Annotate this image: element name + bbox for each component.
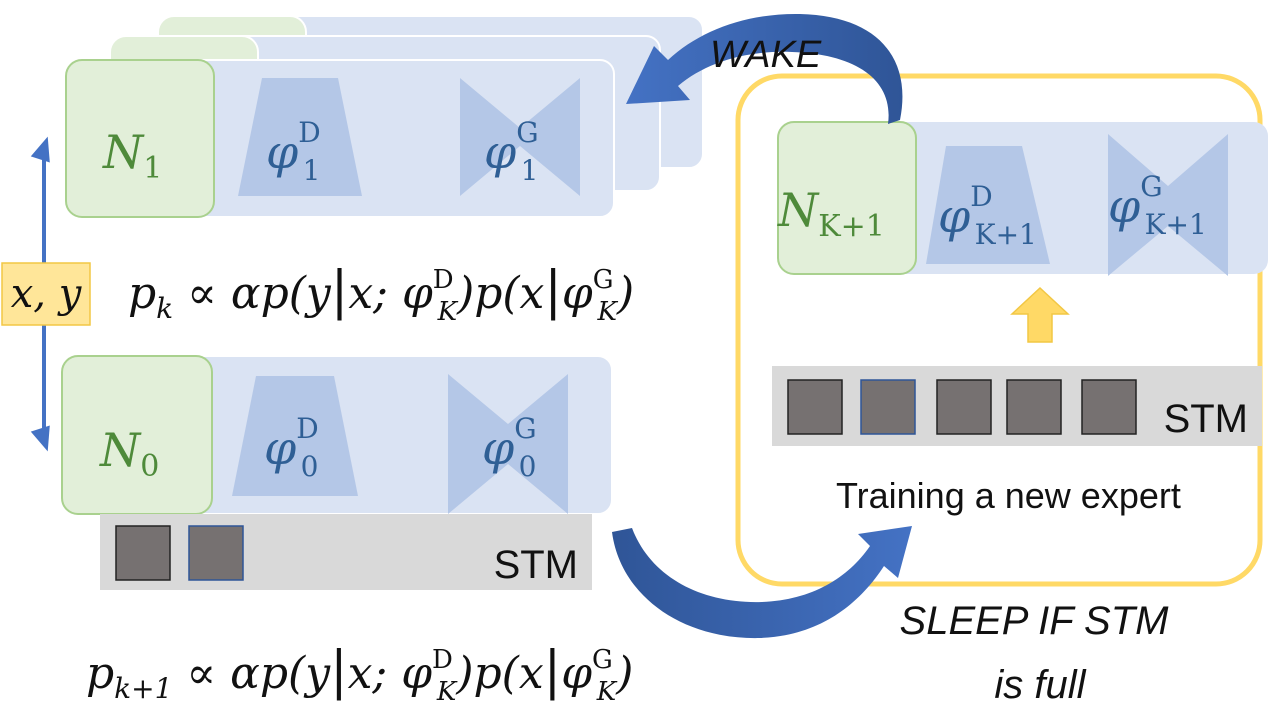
wake-label: WAKE (710, 34, 822, 76)
input-selector: x, y (1, 136, 91, 452)
new-expert-generator-shape (1108, 134, 1228, 276)
stm-right-memory-block (1081, 379, 1137, 435)
expert-1-node-box (65, 59, 215, 218)
expert-1-node-label: N1 (102, 125, 162, 186)
stm-right-memory-block (860, 379, 916, 435)
input-arrow-down-head (30, 425, 50, 452)
stm-right-memory-block (787, 379, 843, 435)
stm-left: STM (100, 514, 592, 590)
input-arrow-up-head (30, 136, 50, 163)
stm-right-memory-block (1006, 379, 1062, 435)
expert-0-discriminator-shape (232, 376, 358, 496)
stm-left-memory-block (115, 525, 171, 581)
new-expert-node-label: NK+1 (777, 183, 885, 244)
training-label: Training a new expert (836, 475, 1181, 516)
stm-left-label: STM (494, 543, 578, 587)
expert-1-generator-shape (460, 78, 580, 196)
input-xy-label: x, y (11, 271, 83, 317)
sleep-arrow-shape (612, 526, 912, 639)
expert-1-discriminator-shape (238, 78, 362, 196)
sleep-arrow: SLEEP IF STM is full (612, 526, 1169, 707)
wake-arrow-shape (626, 13, 903, 125)
new-expert-discriminator-shape (926, 146, 1050, 264)
sleep-label-line2: is full (994, 663, 1086, 707)
stm-left-memory-block (188, 525, 244, 581)
expert-0-generator-shape (448, 374, 568, 514)
expert-0-node-label: N0 (99, 423, 159, 484)
up-arrow (1010, 286, 1070, 343)
new-expert-node-box (777, 121, 917, 275)
sleep-label-line1: SLEEP IF STM (900, 599, 1170, 643)
stm-right-label: STM (1164, 397, 1248, 441)
stm-right-memory-block (936, 379, 992, 435)
wake-arrow: WAKE (626, 13, 903, 125)
stm-left-bar (100, 514, 592, 590)
input-xy-box (1, 262, 91, 326)
